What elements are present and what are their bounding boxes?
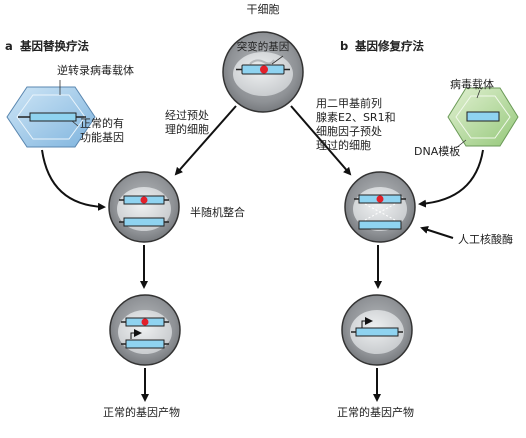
arrow-top-to-a <box>174 105 237 176</box>
viral-vector-label: 病毒载体 <box>450 78 494 91</box>
panel-a-letter: a <box>5 39 13 53</box>
treatment-label-line3: 细胞因子预处 <box>316 125 382 138</box>
arrow-top-to-b <box>290 105 352 176</box>
normal-gene-bar-vector <box>29 112 77 122</box>
viral-vector <box>447 87 519 149</box>
pretreated-label-line1: 经过预处 <box>165 109 209 122</box>
panel-b-letter: b <box>340 39 349 53</box>
panel-a-title: 基因替换疗法 <box>20 39 89 53</box>
transcription-arrow-icon <box>130 329 142 339</box>
panel-a-result-label: 正常的基因产物 <box>103 406 180 419</box>
normal-gene-label-line1: 正常的有 <box>80 117 124 130</box>
arrow-vector-b-to-cell <box>418 149 484 208</box>
arrow-nuclease <box>420 226 454 239</box>
normal-gene-label-line2: 功能基因 <box>80 131 124 144</box>
cell-a-integration <box>108 171 180 243</box>
mutation-dot <box>260 65 268 74</box>
panel-b-title: 基因修复疗法 <box>355 39 424 53</box>
panel-b-result-label: 正常的基因产物 <box>337 406 414 419</box>
mutant-gene-label: 突变的基因 <box>236 41 290 53</box>
cell-b-result <box>341 294 413 366</box>
stem-cell-title: 干细胞 <box>246 3 280 16</box>
treatment-label-line2: 腺素E2、SR1和 <box>316 111 396 124</box>
retroviral-vector-label: 逆转录病毒载体 <box>57 64 134 77</box>
dna-template-bar <box>466 111 500 122</box>
pretreated-label-line2: 理的细胞 <box>165 123 209 136</box>
cell-a-result <box>109 294 181 366</box>
treatment-label-line1: 用二甲基前列 <box>316 97 382 110</box>
dna-template-label: DNA模板 <box>414 145 461 158</box>
arrow-vector-a-to-cell <box>41 149 106 211</box>
cell-b-repair <box>344 171 416 243</box>
retroviral-vector <box>6 80 96 148</box>
integration-label: 半随机整合 <box>190 206 245 219</box>
nuclease-label: 人工核酸酶 <box>458 233 513 246</box>
treatment-label-line4: 理过的细胞 <box>316 139 371 152</box>
stem-cell-top <box>222 31 304 113</box>
transcription-arrow-icon <box>361 317 373 328</box>
flow-arrows <box>41 105 484 402</box>
